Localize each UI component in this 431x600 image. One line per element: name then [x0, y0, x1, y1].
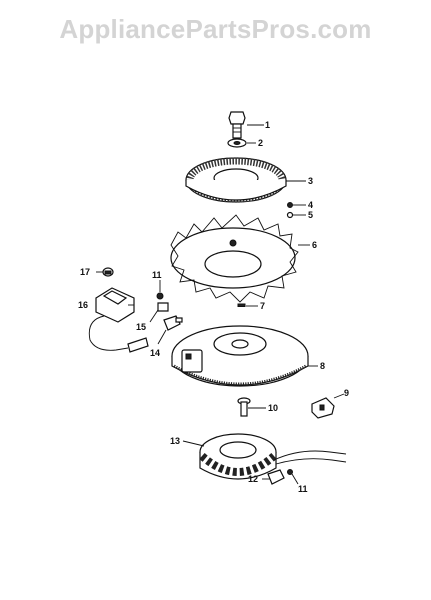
callout-15: 15 [136, 322, 146, 332]
callout-4: 4 [308, 200, 313, 210]
leader-lines [96, 124, 345, 485]
part-15-clip[interactable] [157, 302, 169, 312]
part-7-key[interactable] [237, 303, 246, 307]
callout-16: 16 [78, 300, 88, 310]
callout-11-upper: 11 [152, 270, 162, 280]
part-10-bolt[interactable] [237, 397, 251, 417]
callout-2: 2 [258, 138, 263, 148]
callout-6: 6 [312, 240, 317, 250]
callout-9: 9 [344, 388, 349, 398]
part-8-flywheel[interactable] [171, 325, 309, 387]
part-11-screw-lower[interactable] [287, 469, 293, 475]
callout-10: 10 [268, 403, 278, 413]
callout-12: 12 [248, 474, 258, 484]
part-4-screw[interactable] [287, 202, 293, 208]
part-13-stator[interactable] [199, 433, 347, 480]
watermark-text: AppliancePartsPros.com [59, 14, 372, 44]
part-5-washer[interactable] [286, 211, 294, 219]
callout-labels: 1 2 3 4 5 6 7 8 9 10 11 11 12 13 14 15 1… [78, 120, 349, 494]
part-12-bracket[interactable] [267, 469, 285, 485]
part-14-terminal[interactable] [163, 315, 183, 331]
part-16-ignition-module[interactable] [88, 287, 149, 353]
part-2-washer[interactable] [227, 138, 247, 148]
part-17-screw[interactable] [102, 267, 114, 277]
part-6-fan[interactable] [170, 214, 299, 303]
callout-3: 3 [308, 176, 313, 186]
callout-13: 13 [170, 436, 180, 446]
callout-8: 8 [320, 361, 325, 371]
part-11-screw-upper[interactable] [156, 292, 164, 300]
callout-11-lower: 11 [298, 484, 308, 494]
callout-1: 1 [265, 120, 270, 130]
callout-14: 14 [150, 348, 160, 358]
callout-5: 5 [308, 210, 313, 220]
callout-7: 7 [260, 301, 265, 311]
part-1-bolt[interactable] [228, 111, 246, 139]
part-3-screen[interactable] [185, 157, 287, 203]
callout-17: 17 [80, 267, 90, 277]
part-9-connector[interactable] [311, 397, 335, 419]
